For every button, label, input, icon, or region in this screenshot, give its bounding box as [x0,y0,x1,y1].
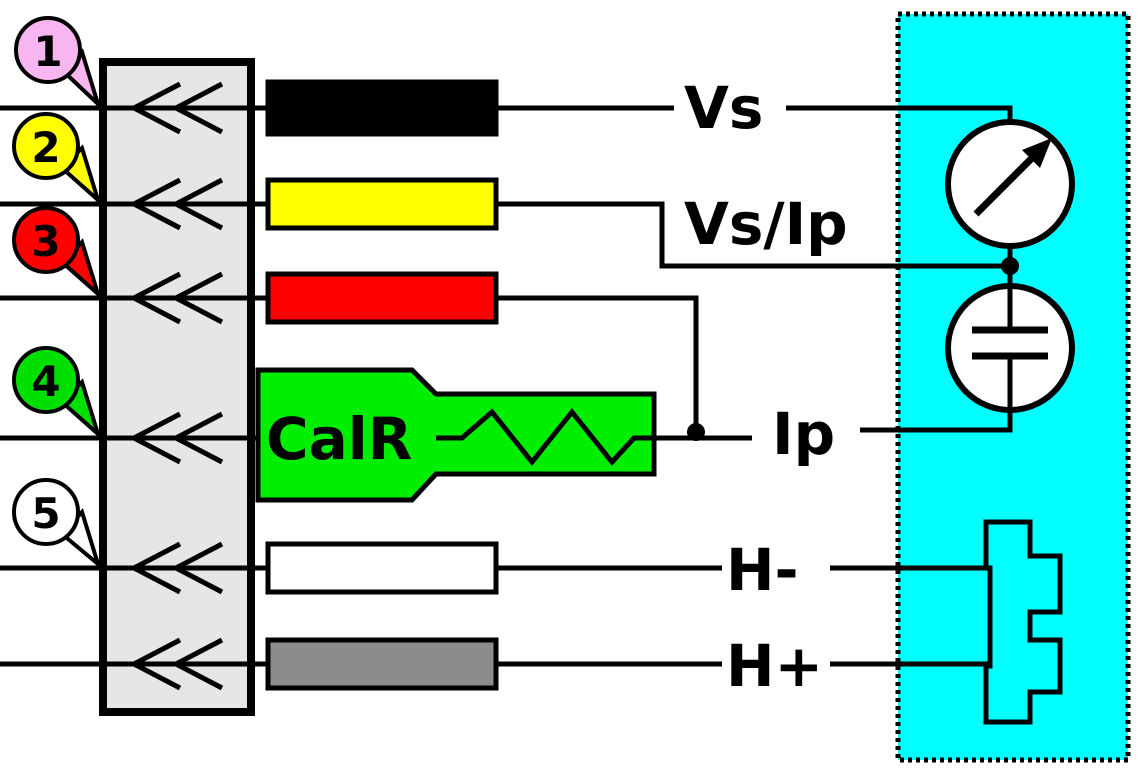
calibration-resistor-body [255,367,657,503]
contact-chevron-4 [128,411,224,465]
wire-grey [265,637,499,691]
pin-callout-3: 3 [12,206,103,301]
pin-number-2: 2 [31,123,60,172]
pin-callout-1: 1 [14,16,103,111]
wire-white [265,541,499,595]
pin-number-5: 5 [31,489,60,538]
pin-number-3: 3 [31,217,60,266]
connector-block [99,58,255,716]
signal-label-h-minus: H- [726,536,799,604]
pin-callout-5: 5 [12,478,102,570]
pin-callout-2: 2 [12,112,103,207]
meter-icon [945,119,1075,249]
pin-number-1: 1 [33,27,62,76]
junction-dot-vs-ip [1001,257,1019,275]
cell-icon [945,283,1075,413]
heater-icon [983,519,1063,725]
contact-chevron-6 [128,637,224,691]
signal-label-h-plus: H+ [726,632,823,700]
calibration-resistor-label: CalR [266,405,412,473]
wire-yellow [265,177,499,231]
junction-dot-ip [687,423,705,441]
pin-number-4: 4 [31,357,60,406]
signal-label-ip: Ip [772,400,835,468]
contact-chevron-3 [128,271,224,325]
wire-red [265,271,499,325]
signal-label-vs-ip: Vs/Ip [684,190,848,258]
contact-chevron-2 [128,177,224,231]
signal-label-vs: Vs [684,74,763,142]
wire-black [265,79,499,137]
pin-callout-4: 4 [12,346,103,441]
calibration-resistor-zigzag [436,407,698,467]
contact-chevron-5 [128,541,224,595]
contact-chevrons [128,81,224,691]
contact-chevron-1 [128,81,224,135]
signal-wiring [496,105,1013,667]
